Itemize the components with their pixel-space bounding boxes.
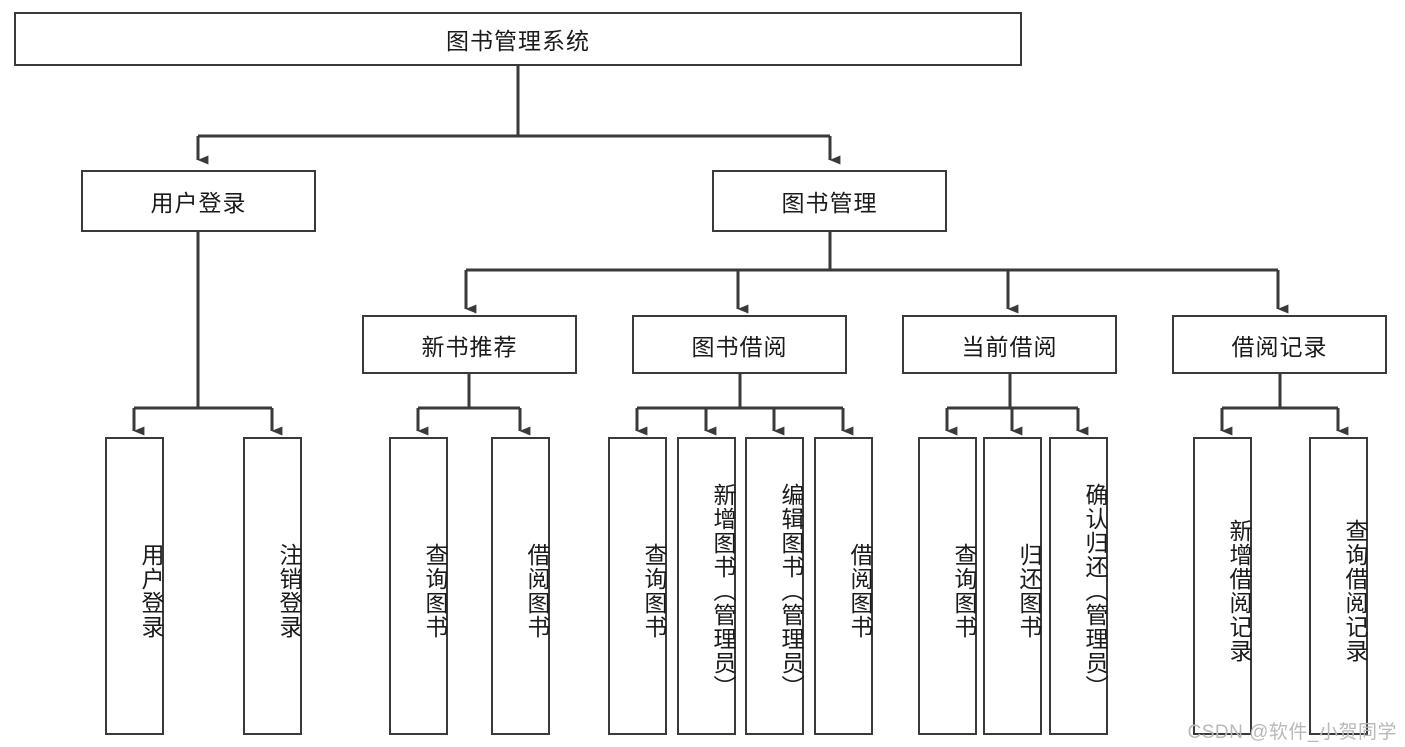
node-label: 查询借阅记录 xyxy=(1342,519,1368,663)
node-label: 当前借阅 xyxy=(961,333,1058,360)
node-label: 借阅图书 xyxy=(847,543,873,639)
leaf-edit-book-admin[interactable]: 编辑图书（管理员） xyxy=(745,437,804,735)
leaf-query-book-1[interactable]: 查询图书 xyxy=(389,437,448,735)
node-label: 查询图书 xyxy=(422,543,448,639)
leaf-logout-login[interactable]: 注销登录 xyxy=(243,437,302,735)
leaf-return-book[interactable]: 归还图书 xyxy=(983,437,1042,735)
node-current-borrow[interactable]: 当前借阅 xyxy=(902,315,1117,374)
node-book-borrow[interactable]: 图书借阅 xyxy=(632,315,847,374)
leaf-borrow-book-1[interactable]: 借阅图书 xyxy=(491,437,550,735)
node-label: 确认归还（管理员） xyxy=(1082,483,1108,699)
node-label: 编辑图书（管理员） xyxy=(778,483,804,699)
node-new-book-recommend[interactable]: 新书推荐 xyxy=(362,315,577,374)
node-label: 借阅图书 xyxy=(524,543,550,639)
node-label: 新书推荐 xyxy=(421,333,518,360)
node-label: 用户登录 xyxy=(150,190,247,216)
node-label: 查询图书 xyxy=(641,543,667,639)
node-label: 图书管理系统 xyxy=(446,28,590,54)
node-label: 注销登录 xyxy=(276,543,302,639)
leaf-query-book-3[interactable]: 查询图书 xyxy=(918,437,977,735)
node-label: 用户登录 xyxy=(138,543,164,639)
node-user-login[interactable]: 用户登录 xyxy=(81,170,316,232)
node-label: 借阅记录 xyxy=(1231,333,1328,360)
node-label: 查询图书 xyxy=(951,543,977,639)
node-label: 新增借阅记录 xyxy=(1226,519,1252,663)
node-book-management[interactable]: 图书管理 xyxy=(712,170,947,232)
leaf-confirm-return-admin[interactable]: 确认归还（管理员） xyxy=(1049,437,1108,735)
leaf-add-borrow-record[interactable]: 新增借阅记录 xyxy=(1193,437,1252,735)
leaf-add-book-admin[interactable]: 新增图书（管理员） xyxy=(677,437,736,735)
node-borrow-record[interactable]: 借阅记录 xyxy=(1172,315,1387,374)
node-label: 图书管理 xyxy=(781,190,878,216)
node-root-system[interactable]: 图书管理系统 xyxy=(14,12,1022,66)
node-label: 新增图书（管理员） xyxy=(710,483,736,699)
leaf-query-borrow-record[interactable]: 查询借阅记录 xyxy=(1309,437,1368,735)
leaf-query-book-2[interactable]: 查询图书 xyxy=(608,437,667,735)
leaf-borrow-book-2[interactable]: 借阅图书 xyxy=(814,437,873,735)
node-label: 归还图书 xyxy=(1016,543,1042,639)
leaf-user-login[interactable]: 用户登录 xyxy=(105,437,164,735)
node-label: 图书借阅 xyxy=(691,333,788,360)
